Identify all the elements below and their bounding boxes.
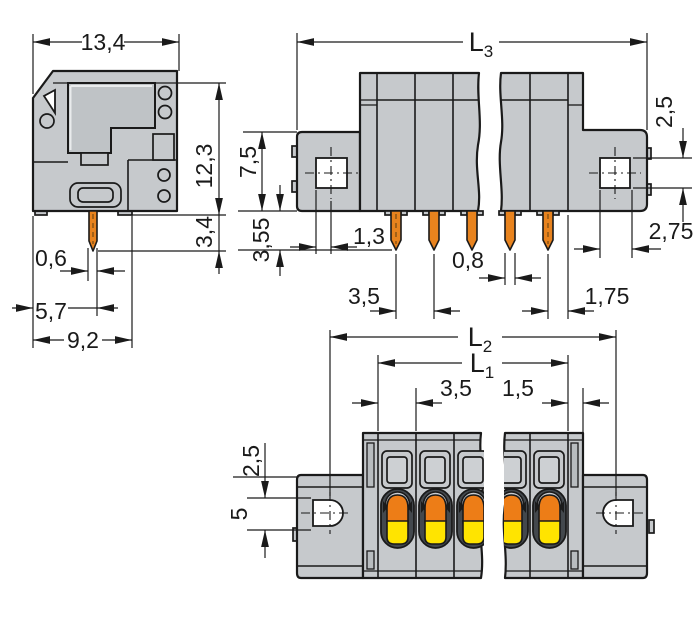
vent-hole	[157, 189, 171, 203]
dim-last-pin-to-end: 1,75	[585, 283, 630, 309]
clamp-window-inner	[77, 187, 114, 203]
dim-end-clearance: 2,5	[651, 96, 677, 128]
solder-pin	[428, 210, 440, 251]
dim-height: 12,3	[191, 144, 217, 189]
side-view: 13,4 12,3 3,4 0,6 5,7 9,2	[12, 29, 226, 353]
dim-depth: 9,2	[67, 327, 99, 353]
dim-flange-height: 7,5	[235, 146, 261, 178]
wall-slot	[570, 550, 579, 570]
dim-pin-pitch-front: 3,5	[348, 283, 380, 309]
front-view: L3 2,5 2,75 7,5 3,55 1,3 0,8 3,5	[235, 27, 693, 319]
wall-slot	[366, 442, 375, 488]
solder-pin-side	[88, 210, 98, 252]
dim-hole-to-pin: 1,3	[353, 223, 385, 249]
solder-pins	[384, 210, 560, 251]
wall-slot	[570, 442, 579, 488]
dim-hole-center-offset: 5	[226, 508, 252, 521]
solder-pin	[466, 210, 478, 251]
housing-right-group	[498, 71, 649, 213]
dim-total-length: L3	[469, 27, 494, 61]
dim-pole-span: L1	[470, 348, 495, 382]
dim-pole-pitch-top: 3,5	[440, 375, 472, 401]
dim-hole-edge-offset: 2,5	[238, 445, 264, 477]
vent-hole	[157, 104, 173, 120]
mounting-hole-left	[315, 157, 348, 189]
dim-hole-width: 2,75	[649, 218, 694, 244]
latch-bump	[648, 519, 655, 534]
dim-pin-width-front: 0,8	[452, 247, 484, 273]
dim-pin-width: 0,6	[35, 245, 67, 271]
vent-hole	[157, 85, 173, 101]
housing-left-group	[358, 71, 481, 213]
side-pocket	[152, 133, 175, 161]
solder-pin	[504, 210, 516, 251]
solder-pin	[542, 210, 554, 251]
clamp-cavity	[67, 82, 156, 154]
dim-pin-offset: 5,7	[35, 298, 67, 324]
vent-hole	[157, 168, 171, 182]
cavity-tab	[80, 152, 109, 166]
corner-notch	[42, 88, 56, 117]
vent-hole	[39, 113, 55, 129]
dim-hole-span: L2	[468, 322, 493, 356]
dim-pin-length: 3,4	[191, 216, 217, 248]
dim-pin-projection: 3,55	[248, 218, 274, 263]
top-view: L2 L1 3,5 1,5 2,5 5	[226, 322, 655, 580]
wall-slot	[366, 550, 375, 570]
solder-pin	[390, 210, 402, 251]
dim-end-wall: 1,5	[502, 375, 534, 401]
dim-width: 13,4	[81, 29, 126, 55]
